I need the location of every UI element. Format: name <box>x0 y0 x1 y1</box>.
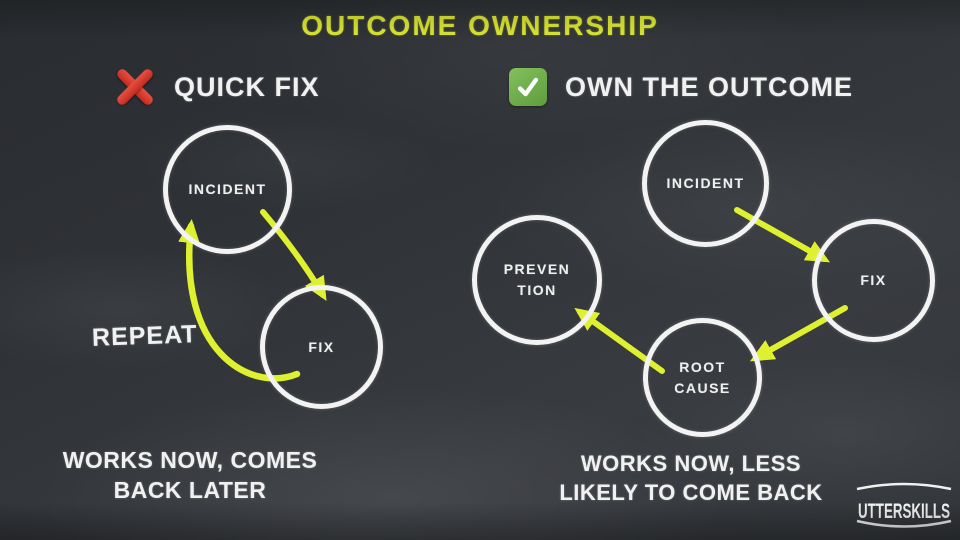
node-prevention: PREVEN TION <box>472 215 602 345</box>
logo-top-arc <box>856 482 952 491</box>
node-fix-own-outcome: FIX <box>812 219 935 342</box>
own-the-outcome-heading-label: OWN THE OUTCOME <box>565 71 853 102</box>
quick-fix-heading: QUICK FIX <box>115 67 320 107</box>
node-label: ROOT CAUSE <box>674 358 731 396</box>
cross-mark-icon <box>115 67 155 107</box>
own-outcome-caption: WORKS NOW, LESS LIKELY TO COME BACK <box>559 451 823 505</box>
node-label: FIX <box>308 338 335 355</box>
quick-fix-caption: WORKS NOW, COMES BACK LATER <box>62 447 318 503</box>
logo-bottom-arc <box>856 519 952 528</box>
node-label: FIX <box>860 272 887 288</box>
quick-fix-heading-label: QUICK FIX <box>174 71 320 102</box>
node-incident-own-outcome: INCIDENT <box>642 120 769 247</box>
node-fix-quick-fix: FIX <box>260 285 383 409</box>
node-label: INCIDENT <box>188 181 267 197</box>
repeat-label: REPEAT <box>91 320 199 352</box>
own-the-outcome-heading: OWN THE OUTCOME <box>509 68 853 106</box>
node-root-cause: ROOT CAUSE <box>643 318 762 437</box>
utterskills-logo: UTTERSKILLS <box>852 476 956 534</box>
page-title: OUTCOME OWNERSHIP <box>301 10 659 41</box>
logo-text: UTTERSKILLS <box>858 500 950 523</box>
check-mark-icon <box>509 68 547 106</box>
node-label: INCIDENT <box>666 175 745 191</box>
node-incident-quick-fix: INCIDENT <box>163 125 292 254</box>
node-label: PREVEN TION <box>503 261 571 298</box>
